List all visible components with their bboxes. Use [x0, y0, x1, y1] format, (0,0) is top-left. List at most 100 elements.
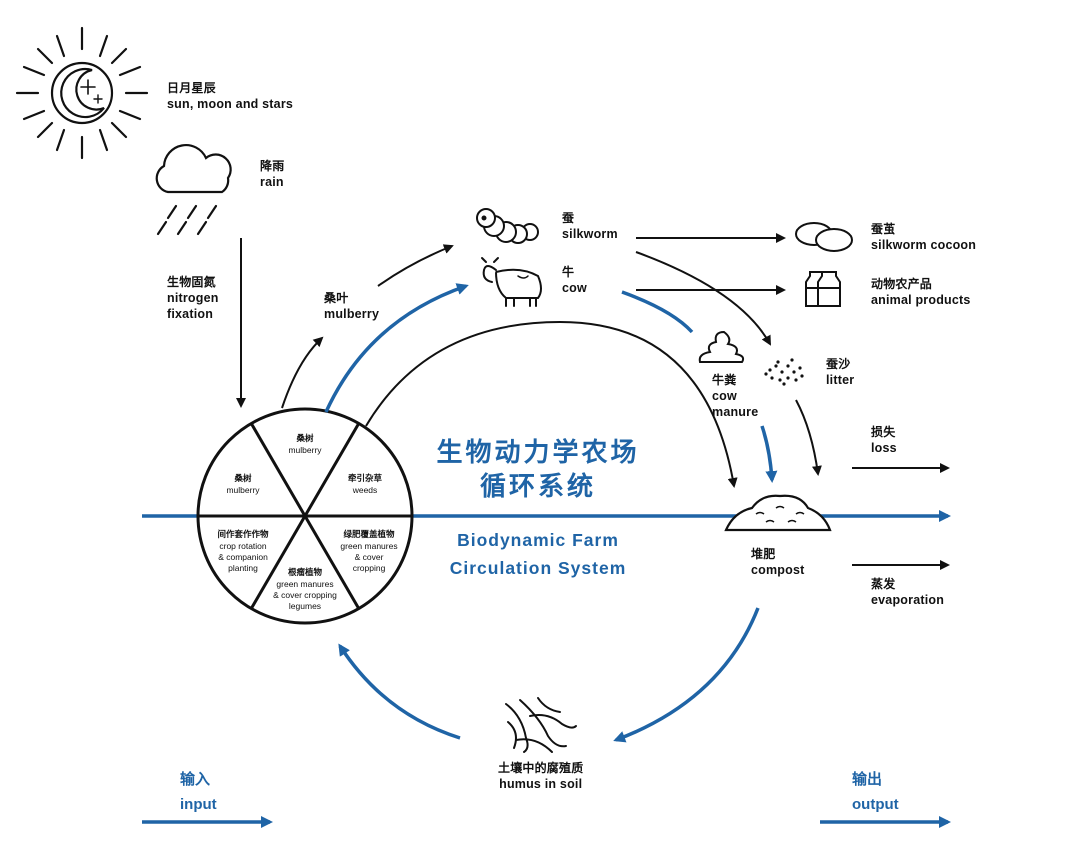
- wheel-bottom-right-en1: green manures: [340, 541, 398, 551]
- wheel-to-mulberry-arrow: [281, 336, 324, 409]
- wheel-segment-bottom: 根瘤植物 green manures & cover cropping legu…: [250, 568, 360, 612]
- wheel-bottom-left-en3: planting: [228, 563, 258, 573]
- wheel-segment-bottom-left: 间作套作作物 crop rotation & companion plantin…: [188, 530, 298, 574]
- crop-wheel: [196, 407, 414, 625]
- litter-label-zh: 蚕沙: [826, 357, 851, 371]
- wheel-segment-top-left: 桑树 mulberry: [188, 474, 298, 496]
- nitrogen-label-zh: 生物固氮: [167, 275, 216, 289]
- wheel-bottom-en3: legumes: [288, 601, 322, 611]
- humus-label-zh: 土壤中的腐殖质: [498, 761, 584, 775]
- cow-label-en: cow: [562, 281, 587, 295]
- wheel-to-cow-arrow: [324, 283, 469, 413]
- title-zh-line2: 循环系统: [479, 472, 596, 502]
- wheel-segment-bottom-right: 绿肥覆盖植物 green manures & cover cropping: [314, 530, 424, 574]
- cow-manure-label-en1: cow: [712, 389, 737, 403]
- silkworm-label-en: silkworm: [562, 227, 618, 241]
- sun-label: 日月星辰 sun, moon and stars: [167, 80, 293, 112]
- cow-to-manure-arrow: [621, 290, 694, 334]
- input-label-en: input: [180, 796, 217, 813]
- cow-manure-label: 牛粪 cow manure: [712, 372, 758, 420]
- compost-label-en: compost: [751, 563, 805, 577]
- wheel-top-right-zh: 牵引杂草: [347, 474, 382, 484]
- compost-pile-icon: [724, 494, 832, 532]
- title-en-line1: Biodynamic Farm: [457, 530, 619, 550]
- output-label-zh: 输出: [852, 770, 883, 788]
- cow-label: 牛 cow: [562, 264, 587, 296]
- wheel-bottom-en2: & cover cropping: [273, 590, 337, 600]
- silkworm-label-zh: 蚕: [562, 211, 575, 225]
- rain-label: 降雨 rain: [260, 158, 284, 190]
- litter-label-en: litter: [826, 373, 855, 387]
- rain-label-zh: 降雨: [260, 159, 285, 173]
- wheel-segment-top-right: 牵引杂草 weeds: [310, 474, 420, 496]
- wheel-top-left-en: mulberry: [226, 485, 260, 495]
- cow-label-zh: 牛: [562, 265, 575, 279]
- wheel-top-en: mulberry: [288, 445, 322, 455]
- sun-moon-stars-icon: [15, 26, 149, 160]
- wheel-bottom-en1: green manures: [276, 579, 334, 589]
- wheel-bottom-left-zh: 间作套作作物: [217, 530, 269, 540]
- evaporation-label: 蒸发 evaporation: [871, 576, 944, 608]
- mulberry-label: 桑叶 mulberry: [324, 290, 379, 322]
- litter-to-compost-arrow: [795, 399, 822, 476]
- mulberry-label-en: mulberry: [324, 307, 380, 321]
- title-zh: 生物动力学农场 循环系统: [420, 436, 656, 504]
- cow-manure-label-zh: 牛粪: [712, 373, 737, 387]
- rain-cloud-icon: [155, 144, 232, 236]
- litter-icon: [764, 358, 804, 386]
- nitrogen-label-en1: nitrogen: [167, 291, 219, 305]
- loss-label: 损失 loss: [871, 424, 897, 456]
- humus-to-wheel-arrow: [338, 643, 461, 740]
- title-en-line2: Circulation System: [449, 558, 627, 578]
- cocoon-label-zh: 蚕茧: [871, 222, 896, 236]
- manure-icon: [698, 330, 745, 363]
- wheel-top-zh: 桑树: [296, 434, 314, 444]
- sun-label-en: sun, moon and stars: [167, 97, 294, 111]
- wheel-bottom-zh: 根瘤植物: [287, 568, 322, 578]
- nitrogen-label-en2: fixation: [167, 307, 214, 321]
- mulberry-label-zh: 桑叶: [324, 291, 349, 305]
- wheel-top-right-en: weeds: [352, 485, 378, 495]
- wheel-bottom-right-en2: & cover: [354, 552, 384, 562]
- sun-label-zh: 日月星辰: [167, 81, 216, 95]
- humus-label-en: humus in soil: [499, 777, 583, 791]
- rain-label-en: rain: [260, 175, 284, 189]
- litter-label: 蚕沙 litter: [826, 356, 854, 388]
- output-label: 输出 output: [852, 766, 899, 818]
- humus-label: 土壤中的腐殖质 humus in soil: [498, 760, 583, 792]
- wheel-top-left-zh: 桑树: [234, 474, 252, 484]
- silkworm-to-litter-arrow: [635, 251, 771, 346]
- title-en: Biodynamic Farm Circulation System: [418, 526, 658, 582]
- cow-icon: [481, 257, 542, 307]
- wheel-bottom-left-en2: & companion: [218, 552, 268, 562]
- humus-roots-icon: [505, 697, 577, 753]
- evaporation-label-en: evaporation: [871, 593, 945, 607]
- wheel-bottom-left-en1: crop rotation: [219, 541, 267, 551]
- wheel-bottom-right-zh: 绿肥覆盖植物: [343, 530, 395, 540]
- wheel-bottom-right-en3: cropping: [352, 563, 386, 573]
- loss-label-zh: 损失: [871, 425, 896, 439]
- cocoon-icon: [795, 222, 853, 252]
- animal-products-label-zh: 动物农产品: [871, 277, 933, 291]
- mulberry-to-silkworm-arrow: [377, 244, 454, 287]
- manure-to-compost-arrow: [760, 425, 778, 483]
- input-label-zh: 输入: [180, 770, 211, 788]
- nitrogen-label: 生物固氮 nitrogen fixation: [167, 274, 219, 322]
- animal-products-label-en: animal products: [871, 293, 971, 307]
- cocoon-label: 蚕茧 silkworm cocoon: [871, 221, 976, 253]
- compost-label: 堆肥 compost: [751, 546, 805, 578]
- output-label-en: output: [852, 796, 899, 813]
- input-label: 输入 input: [180, 766, 217, 818]
- cocoon-label-en: silkworm cocoon: [871, 238, 977, 252]
- animal-products-label: 动物农产品 animal products: [871, 276, 971, 308]
- loss-label-en: loss: [871, 441, 897, 455]
- wheel-to-compost-arc: [365, 320, 738, 488]
- silkworm-label: 蚕 silkworm: [562, 210, 618, 242]
- silkworm-icon: [476, 208, 539, 244]
- bottles-icon: [805, 271, 841, 307]
- evaporation-label-zh: 蒸发: [871, 577, 896, 591]
- compost-to-humus-arrow: [613, 607, 760, 743]
- title-zh-line1: 生物动力学农场: [436, 438, 640, 468]
